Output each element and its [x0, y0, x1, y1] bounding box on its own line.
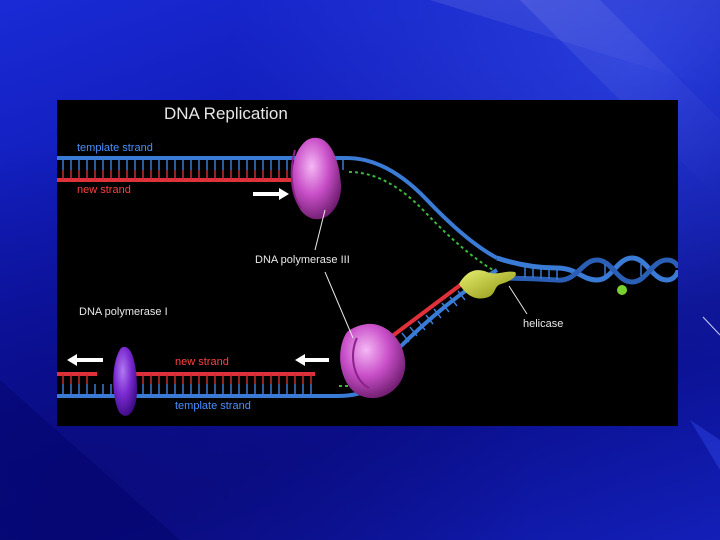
label-helicase: helicase — [523, 318, 563, 330]
top-direction-arrow — [253, 188, 289, 200]
diagram-panel: DNA Replication template strand new stra… — [57, 100, 678, 426]
label-dna-polymerase-i: DNA polymerase I — [79, 306, 168, 318]
bottom-new-strand — [57, 374, 315, 384]
dna-polymerase-iii-top — [292, 138, 341, 219]
top-new-strand — [57, 170, 307, 180]
label-template-strand-bottom: template strand — [175, 400, 251, 412]
helicase-enzyme — [459, 270, 516, 298]
label-dna-polymerase-iii: DNA polymerase III — [255, 254, 350, 266]
double-helix — [497, 258, 678, 295]
bottom-middle-direction-arrow — [295, 354, 329, 366]
bottom-left-direction-arrow — [67, 354, 103, 366]
dna-polymerase-i — [113, 347, 137, 416]
diagram-title: DNA Replication — [164, 104, 288, 124]
label-new-strand-bottom: new strand — [175, 356, 229, 368]
label-new-strand-top: new strand — [77, 184, 131, 196]
label-template-strand-top: template strand — [77, 142, 153, 154]
bottom-template-strand — [57, 384, 367, 396]
